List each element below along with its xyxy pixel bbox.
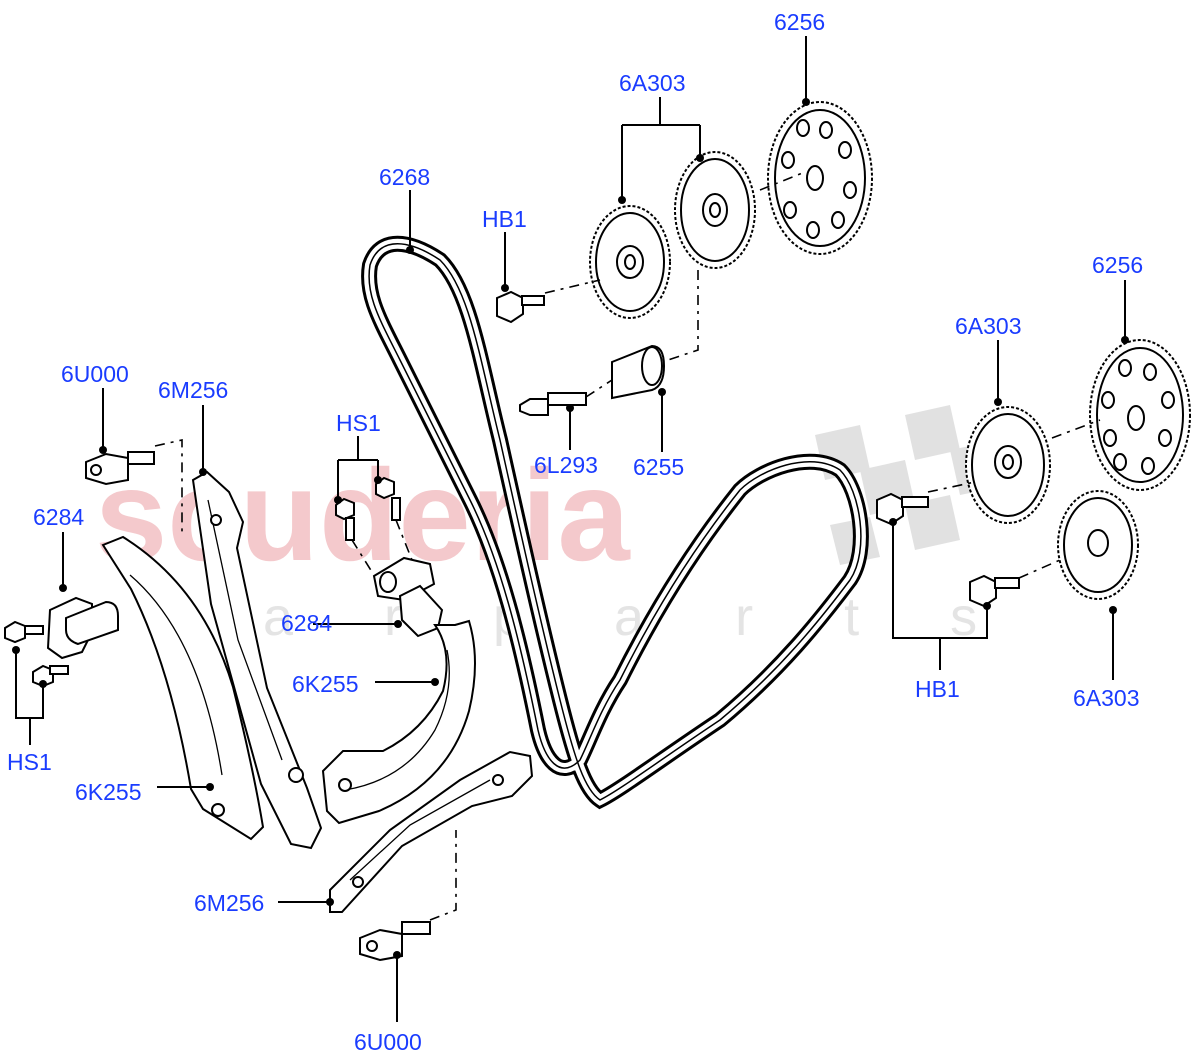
callout-HS1-mid: HS1 <box>336 410 381 436</box>
callout-6M256-bottom: 6M256 <box>194 890 264 916</box>
callout-6A303-top: 6A303 <box>619 70 686 96</box>
callout-6A303-mid: 6A303 <box>955 313 1022 339</box>
callout-6256-right: 6256 <box>1092 252 1143 278</box>
callout-6K255-left: 6K255 <box>75 779 142 805</box>
gear-6A303-lower-right <box>1057 490 1139 600</box>
callout-HS1-left: HS1 <box>7 749 52 775</box>
tensioner-6284-left <box>46 596 119 660</box>
gear-6A303-upper-right <box>674 151 756 269</box>
bolt-HS1-left-b <box>32 664 69 688</box>
bolt-HB1-right-lower <box>969 574 1020 608</box>
leader-lines <box>12 36 1129 1022</box>
chain-guide-6M256-lower <box>329 750 534 913</box>
tensioner-6284-mid <box>372 556 444 638</box>
callout-6L293: 6L293 <box>534 452 598 478</box>
bolt-HS1-left-a <box>4 620 44 644</box>
bolt-6L293 <box>519 392 587 416</box>
sleeve-6255 <box>611 344 666 400</box>
callout-6284-left: 6284 <box>33 504 84 530</box>
sprocket-6256-top <box>767 101 873 255</box>
callout-6256-top: 6256 <box>774 9 825 35</box>
callout-6268: 6268 <box>379 164 430 190</box>
tensioner-arm-6K255-left <box>101 535 265 841</box>
bolt-HS1-mid-a <box>335 497 355 541</box>
callout-labels: 6256 6A303 6268 HB1 6256 6A303 6U000 6M2… <box>7 9 1143 1055</box>
watermark-sub: c a r p a r t s <box>145 587 1015 647</box>
chain-guide-6M256-upper <box>191 470 323 850</box>
tensioner-arm-6K255-mid <box>321 619 476 825</box>
callout-6M256-top: 6M256 <box>158 377 228 403</box>
assembly-axis-lines <box>154 171 1101 921</box>
bolt-HB1-top <box>496 290 545 324</box>
callout-6K255-mid: 6K255 <box>292 671 359 697</box>
callout-6284-mid: 6284 <box>281 610 332 636</box>
callout-HB1-top: HB1 <box>482 206 527 232</box>
bolt-HB1-right-upper <box>876 492 929 526</box>
sprocket-6256-right <box>1089 339 1191 491</box>
gear-6A303-upper-left <box>589 205 671 319</box>
callout-6255: 6255 <box>633 454 684 480</box>
callout-6A303-right: 6A303 <box>1073 685 1140 711</box>
pivot-pin-6U000-bottom <box>359 921 431 962</box>
watermark-brand: scuderia <box>95 442 631 588</box>
timing-chain-6268 <box>361 235 869 810</box>
callout-HB1-right: HB1 <box>915 676 960 702</box>
callout-6U000-bottom: 6U000 <box>354 1029 422 1055</box>
pivot-pin-6U000-top <box>85 451 155 486</box>
callout-6U000-top: 6U000 <box>61 361 129 387</box>
gear-6A303-mid-right <box>965 406 1051 524</box>
